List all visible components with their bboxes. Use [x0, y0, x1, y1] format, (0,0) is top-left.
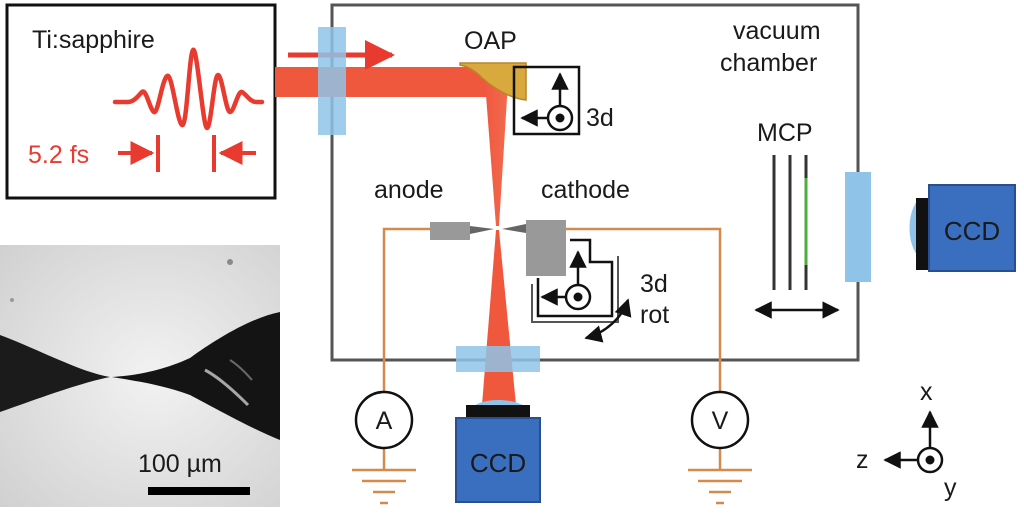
cathode-label: cathode	[541, 176, 630, 204]
anode-wire	[382, 227, 430, 392]
pulse-waveform	[112, 47, 265, 131]
cathode-stage-label-line1: 3d	[640, 270, 668, 298]
anode-label: anode	[374, 176, 444, 204]
z-axis-label: z	[856, 446, 869, 474]
laser-title: Ti:sapphire	[32, 26, 155, 54]
chamber-label-line2: chamber	[720, 49, 817, 77]
scale-bar	[148, 487, 250, 495]
bottom-window	[456, 346, 540, 372]
laser-box	[5, 3, 277, 200]
laser-beam-horizontal	[275, 67, 495, 97]
oap-label: OAP	[464, 27, 517, 55]
cathode-block	[526, 220, 566, 276]
laser-beam-focusing	[485, 82, 508, 226]
bottom-ccd-front	[466, 405, 530, 418]
laser-beam-diverging	[482, 230, 516, 405]
tip-micrograph	[0, 245, 280, 507]
cathode-tip	[502, 224, 526, 233]
entrance-window	[318, 27, 346, 135]
bottom-ccd-lens	[474, 400, 524, 406]
side-ccd-label: CCD	[944, 216, 1000, 246]
oap-stage	[512, 65, 581, 136]
cathode-stage-dot	[573, 292, 583, 302]
side-ccd-front	[916, 198, 930, 270]
side-window	[845, 172, 871, 282]
pulse-duration-label: 5.2 fs	[28, 141, 89, 169]
anode-block	[430, 222, 470, 240]
oap-mirror	[459, 62, 527, 101]
ammeter-label: A	[376, 407, 393, 435]
ground-symbol-voltmeter	[688, 468, 752, 505]
y-axis-label: y	[944, 474, 957, 502]
oap-stage-label: 3d	[586, 104, 614, 132]
bottom-ccd-camera	[455, 417, 541, 503]
cathode-stage-label-line2: rot	[640, 301, 669, 329]
y-axis-dot	[925, 455, 935, 465]
cathode-stage-outline-outer	[536, 238, 614, 318]
oap-stage-dot	[555, 113, 565, 123]
bottom-ccd-label: CCD	[470, 448, 526, 478]
scale-bar-label: 100 µm	[138, 450, 222, 478]
mcp-label: MCP	[757, 119, 813, 147]
voltmeter	[690, 390, 750, 450]
rotation-arrow-icon	[584, 298, 632, 343]
voltmeter-label: V	[712, 407, 729, 435]
x-axis-label: x	[920, 378, 933, 406]
cathode-wire	[566, 227, 722, 392]
anode-tip	[470, 226, 494, 234]
ground-symbol-ammeter	[352, 468, 416, 505]
cathode-stage-outline-inner	[531, 256, 619, 323]
chamber-label-line1: vacuum	[733, 17, 821, 45]
side-ccd-camera	[928, 184, 1016, 272]
ammeter	[354, 390, 414, 450]
